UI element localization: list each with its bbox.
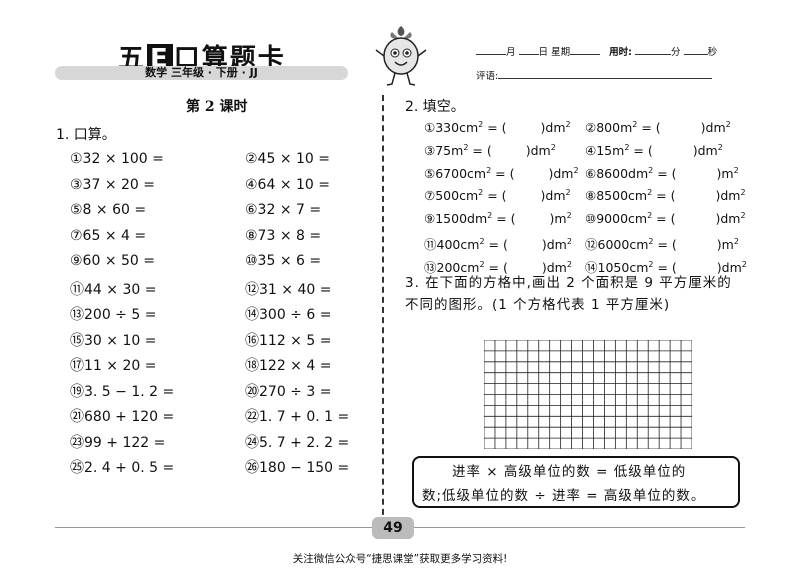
q1-item: ⑬200 ÷ 5 = — [70, 307, 157, 323]
evaluation-line: 评语: — [476, 68, 713, 82]
weekday-blank[interactable] — [570, 45, 601, 55]
q3-prompt: 3. 在下面的方格中,画出 2 个面积是 9 平方厘米的不同的图形。(1 个方格… — [405, 275, 732, 313]
q2-item: ⑫6000cm2 = ( )m2 — [585, 236, 739, 252]
month-blank[interactable] — [476, 45, 506, 55]
q1-item: ㉕2. 4 + 0. 5 = — [70, 460, 175, 476]
q1-item: ⑰11 × 20 = — [70, 358, 157, 374]
date-line: 月 日 星期 用时: 分 秒 — [476, 44, 717, 58]
subject-bar: 数学 三年级 · 下册 · JJ — [55, 66, 348, 80]
q1-item: ㉖180 − 150 = — [245, 460, 350, 476]
evaluation-blank[interactable] — [498, 69, 713, 79]
q2-item: ⑭1050cm2 = ( )dm2 — [585, 259, 747, 275]
q1-item: ⑭300 ÷ 6 = — [245, 307, 332, 323]
q2-item: ①330cm2 = ( )dm2 — [424, 120, 571, 136]
seconds-blank[interactable] — [683, 45, 708, 55]
q2-item: ⑪400cm2 = ( )dm2 — [424, 236, 572, 252]
q1-item: ⑪44 × 30 = — [70, 281, 157, 298]
q1-item: ⑲3. 5 − 1. 2 = — [70, 383, 175, 400]
minutes-blank[interactable] — [635, 45, 672, 55]
q1-item: ②45 × 10 = — [245, 151, 330, 167]
tip-line-2: 数;低级单位的数 ÷ 进率 = 高级单位的数。 — [422, 488, 706, 504]
day-blank[interactable] — [518, 45, 539, 55]
drawing-grid[interactable] — [484, 340, 692, 449]
footer-note: 关注微信公众号“捷思课堂”获取更多学习资料! — [292, 553, 508, 565]
q1-item: ⑳270 ÷ 3 = — [245, 383, 332, 400]
column-divider — [382, 95, 384, 525]
q2-item: ⑬200cm2 = ( )dm2 — [424, 259, 572, 275]
q1-item: ⑤8 × 60 = — [70, 202, 147, 218]
q2-item: ⑩9000cm2 = ( )dm2 — [585, 211, 746, 227]
q1-item: ㉔5. 7 + 2. 2 = — [245, 434, 350, 451]
q1-item: ⑮30 × 10 = — [70, 332, 157, 349]
q2-item: ⑨1500dm2 = ( )m2 — [424, 211, 572, 227]
tip-line-1: 进率 × 高级单位的数 = 低级单位的 — [452, 464, 687, 480]
q1-item: ⑫31 × 40 = — [245, 281, 332, 298]
q1-item: ⑦65 × 4 = — [70, 227, 147, 244]
q1-item: ⑨60 × 50 = — [70, 253, 155, 269]
q2-item: ②800m2 = ( )dm2 — [585, 120, 731, 136]
lesson-title: 第 2 课时 — [186, 99, 248, 115]
q2-item: ⑤6700cm2 = ( )dm2 — [424, 165, 579, 181]
tip-box: 进率 × 高级单位的数 = 低级单位的 数;低级单位的数 ÷ 进率 = 高级单位… — [412, 456, 740, 508]
q1-item: ㉒1. 7 + 0. 1 = — [245, 409, 350, 425]
q1-title: 1. 口算。 — [56, 127, 116, 143]
q2-item: ③75m2 = ( )dm2 — [424, 142, 556, 158]
q1-item: ③37 × 20 = — [70, 176, 155, 193]
q1-item: ㉓99 + 122 = — [70, 434, 166, 451]
q1-item: ⑯112 × 5 = — [245, 332, 332, 349]
q1-item: ㉑680 + 120 = — [70, 409, 175, 425]
q2-item: ④15m2 = ( )dm2 — [585, 142, 723, 158]
q1-item: ①32 × 100 = — [70, 151, 164, 167]
q2-item: ⑥8600dm2 = ( )m2 — [585, 165, 739, 181]
q2-item: ⑦500cm2 = ( )dm2 — [424, 188, 571, 204]
q1-item: ⑧73 × 8 = — [245, 227, 322, 244]
page-number: 49 — [372, 517, 414, 539]
q1-item: ⑥32 × 7 = — [245, 202, 322, 218]
q2-item: ⑧8500cm2 = ( )dm2 — [585, 188, 746, 204]
q1-item: ⑱122 × 4 = — [245, 358, 332, 374]
mascot-icon — [375, 26, 427, 86]
q1-item: ④64 × 10 = — [245, 176, 330, 193]
q2-title: 2. 填空。 — [405, 99, 465, 115]
q1-item: ⑩35 × 6 = — [245, 253, 322, 269]
